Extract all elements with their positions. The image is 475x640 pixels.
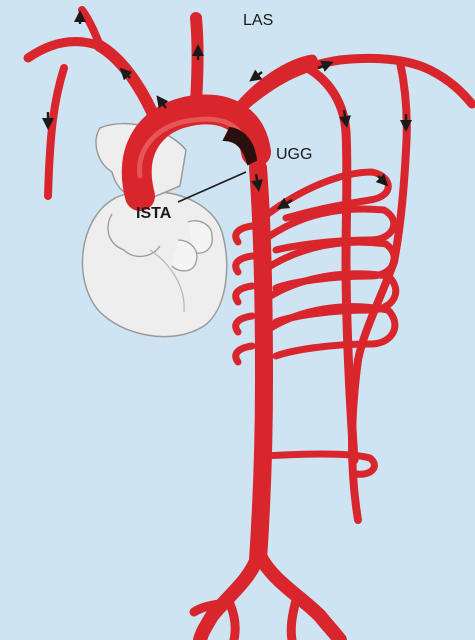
right-supply-artery bbox=[242, 58, 472, 108]
ista-leader-line bbox=[178, 172, 246, 202]
label-las: LAS bbox=[243, 12, 273, 30]
lower-collateral-loop bbox=[264, 454, 374, 474]
iliac-left-inner bbox=[230, 604, 235, 640]
arm-artery-left bbox=[28, 42, 100, 58]
descending-aorta bbox=[258, 168, 264, 560]
brachiocephalic-artery bbox=[100, 46, 152, 112]
artery-network bbox=[28, 10, 472, 640]
iliac-right-inner bbox=[291, 600, 296, 640]
label-ista: ISTA bbox=[136, 205, 171, 223]
intercostal-stubs bbox=[236, 226, 252, 362]
las-branch bbox=[300, 64, 354, 460]
arm-artery-down bbox=[48, 68, 64, 196]
label-ugg: UGG bbox=[276, 146, 312, 164]
iliac-left bbox=[200, 556, 258, 640]
heart bbox=[82, 124, 226, 337]
arrow-icon bbox=[254, 72, 262, 78]
